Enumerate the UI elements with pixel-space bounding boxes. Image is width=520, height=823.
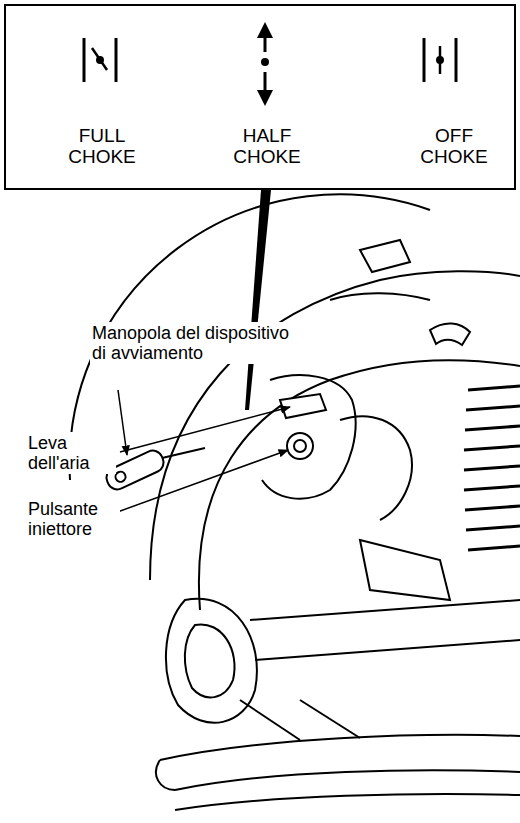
choke-position-label: FULL CHOKE	[60, 126, 144, 168]
part-label: Leva dell'aria	[26, 432, 116, 474]
part-label: Manopola del dispositivo di avviamento	[90, 322, 309, 364]
leader-lines	[112, 390, 290, 514]
choke-position-label: OFF CHOKE	[412, 126, 496, 168]
part-label: Pulsante iniettore	[26, 498, 120, 540]
choke-position-label: HALF CHOKE	[225, 126, 309, 168]
choke-position-panel: FULL CHOKE HALF CHOKE OFF CHOKE	[4, 4, 516, 190]
position-pointer	[245, 190, 271, 410]
choke-symbols	[84, 22, 456, 106]
blower-drawing	[70, 194, 520, 810]
